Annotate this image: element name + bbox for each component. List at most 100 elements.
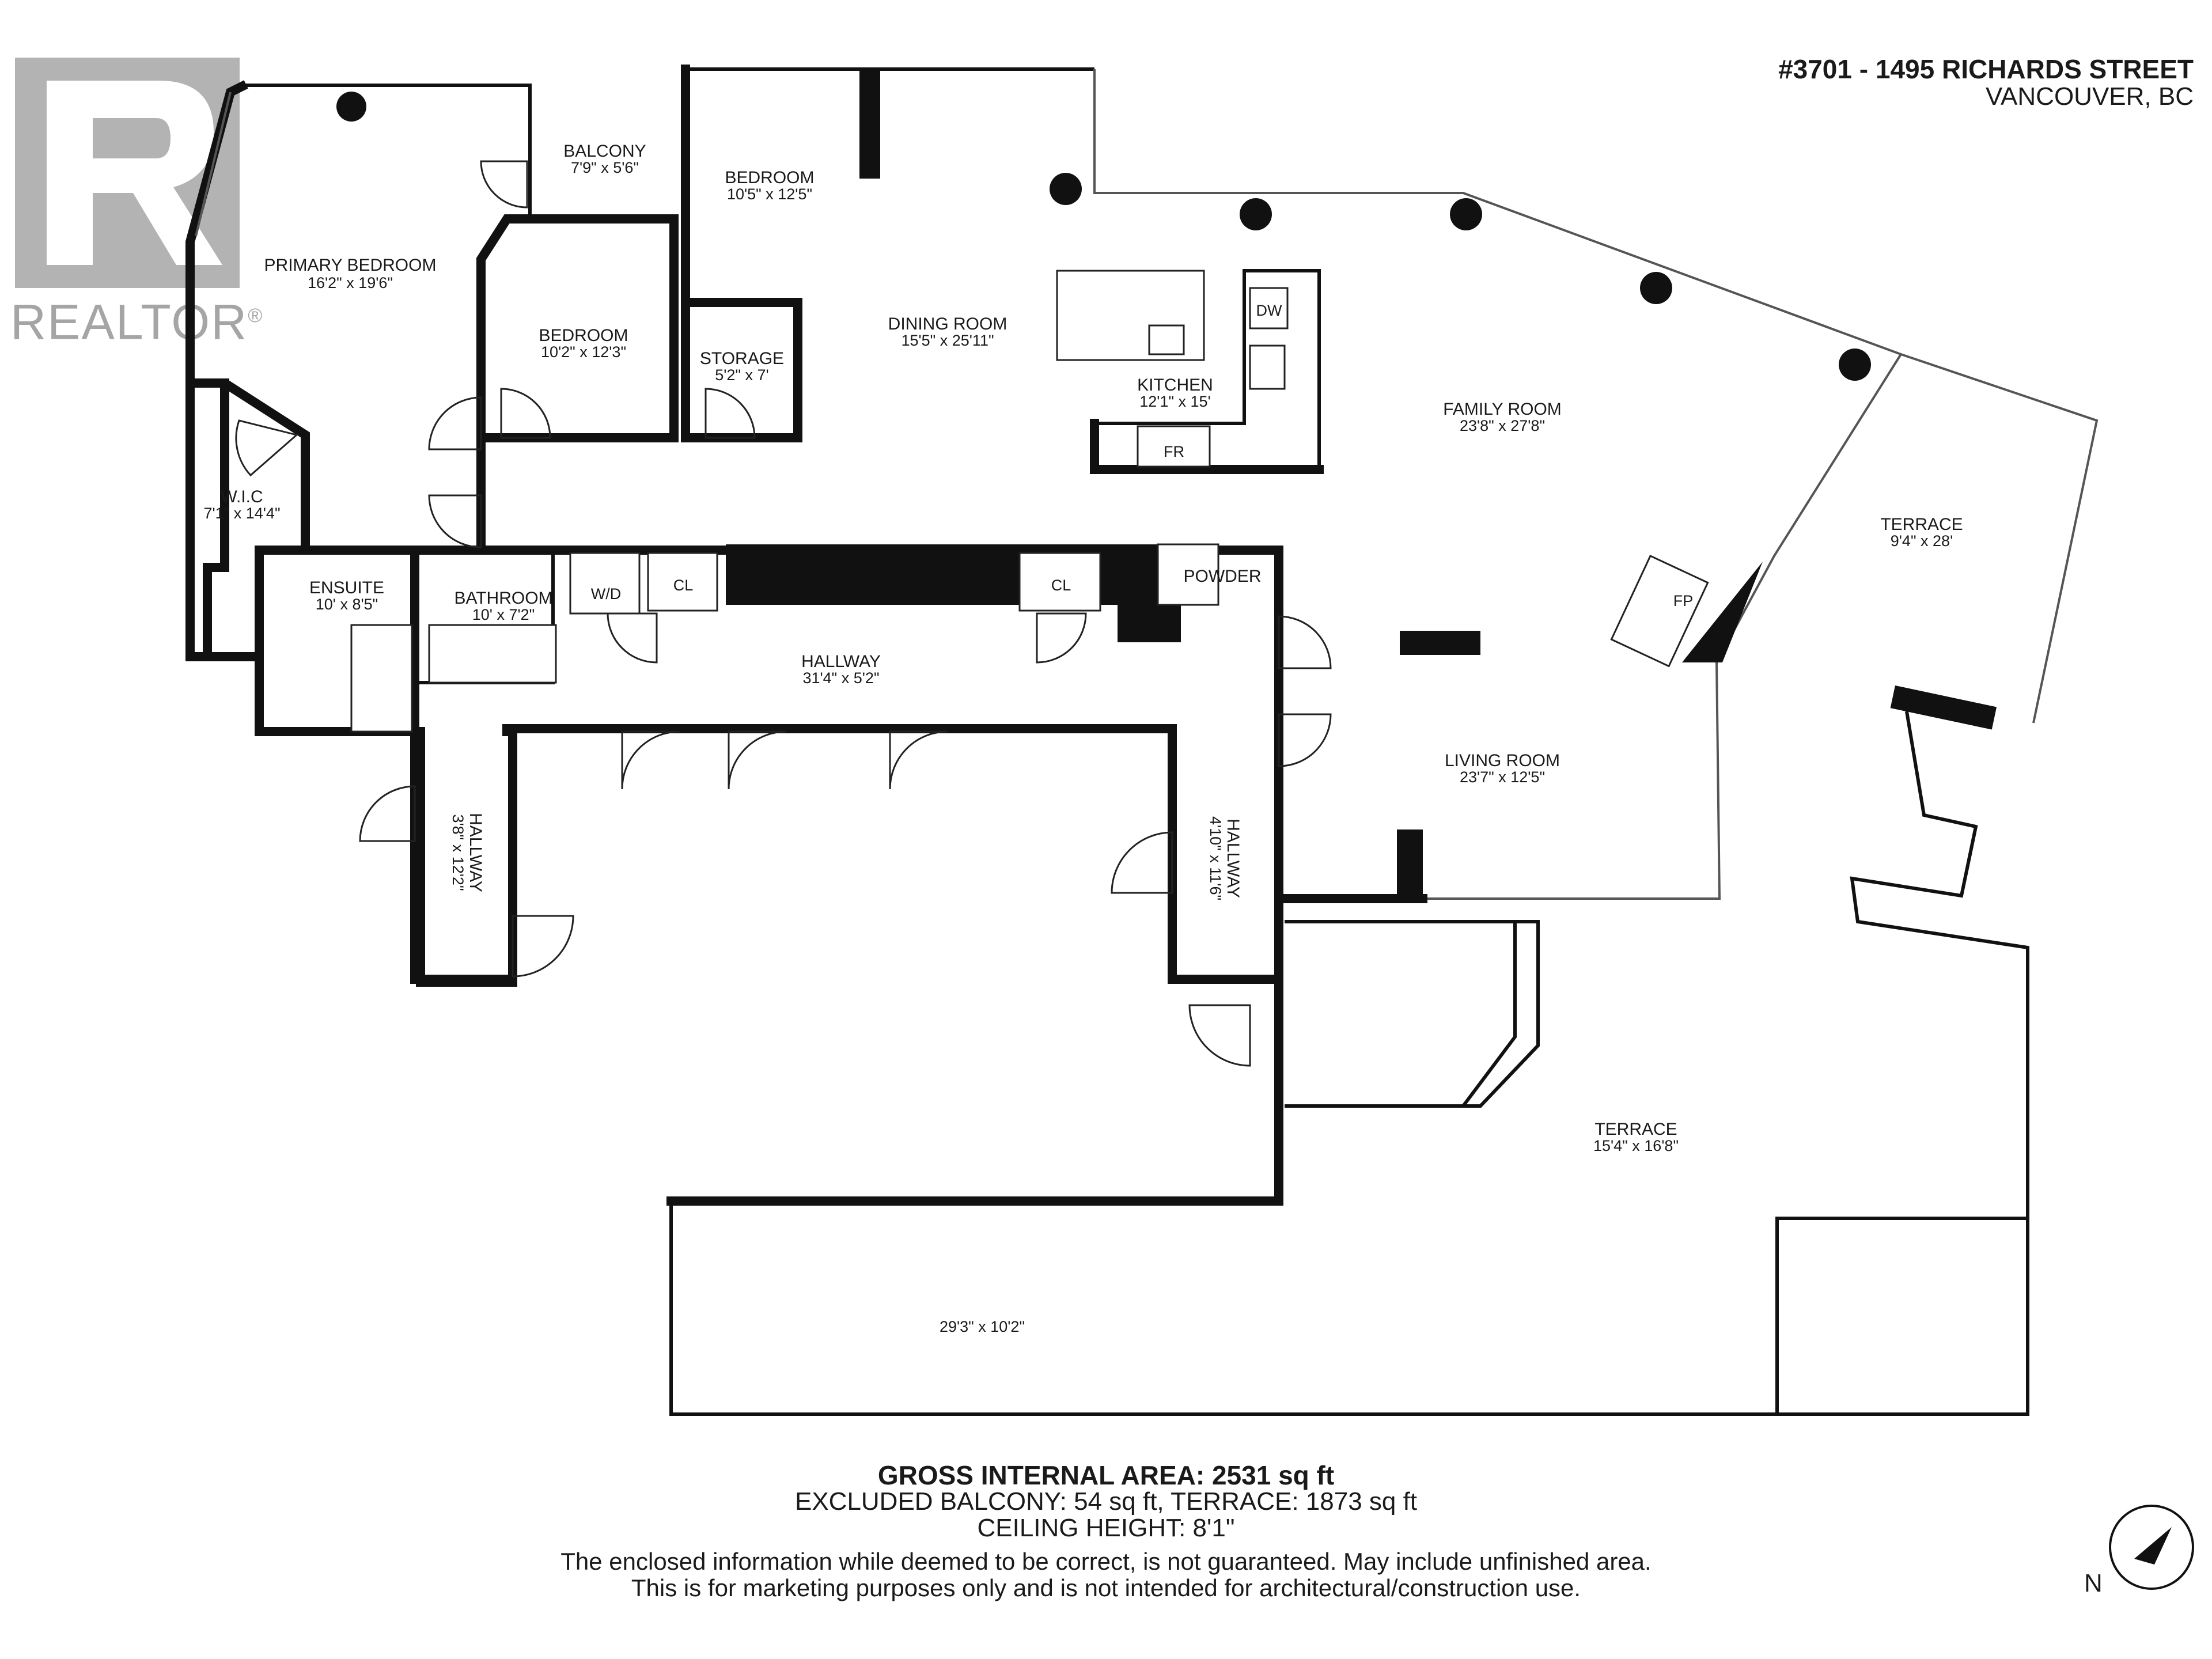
columns — [336, 92, 1871, 381]
fixture-label-cl2: CL — [1051, 577, 1071, 594]
hallway-door-3 — [621, 730, 680, 790]
gross-internal-area: GROSS INTERNAL AREA: 2531 sq ft — [877, 1460, 1335, 1490]
room-dim-wic: 7'1" x 14'4" — [203, 505, 280, 522]
room-dim-family-room: 23'8" x 27'8" — [1460, 417, 1545, 434]
living-south-stub — [1397, 830, 1423, 902]
room-dim-bathroom: 10' x 7'2" — [472, 606, 535, 623]
cooktop — [1148, 324, 1185, 355]
room-label-dining-room: DINING ROOM — [888, 315, 1007, 334]
hallway-west-door-2 — [512, 915, 574, 978]
room-label-bedroom-1: BEDROOM — [725, 168, 814, 187]
bedroom-2-wall — [476, 214, 679, 549]
compass-north-label: N — [2084, 1569, 2103, 1597]
exterior-glazing-north — [1093, 69, 2099, 724]
terrace-inner-line — [1775, 1217, 2028, 1414]
balcony-door — [480, 160, 528, 209]
column-2 — [1050, 173, 1082, 205]
realtor-r-icon — [15, 58, 240, 288]
address-city: VANCOUVER, BC — [1985, 82, 2194, 111]
fixtures — [350, 287, 1709, 733]
room-label-kitchen: KITCHEN — [1137, 376, 1213, 395]
room-label-bedroom-2: BEDROOM — [539, 326, 628, 345]
north-arrow-icon — [2109, 1505, 2194, 1590]
room-label-living-room: LIVING ROOM — [1445, 751, 1560, 770]
living-door-a — [1278, 615, 1332, 669]
kitchen-counter-edge — [1094, 269, 1321, 469]
column-4 — [1450, 198, 1482, 230]
primary-door-b — [428, 494, 482, 548]
hallway-east-door — [1111, 831, 1173, 894]
room-label-balcony: BALCONY — [563, 142, 646, 161]
room-dim-kitchen: 12'1" x 15' — [1139, 393, 1210, 410]
room-dim-hallway-east: 4'10" x 11'6" — [1207, 816, 1224, 900]
room-dim-terrace-2: 15'4" x 16'8" — [1593, 1137, 1679, 1154]
primary-door-a — [428, 396, 482, 450]
fixture-label-cl1: CL — [673, 577, 694, 594]
bathroom-shower — [428, 624, 557, 684]
room-label-bathroom: BATHROOM — [454, 589, 552, 608]
washer-dryer — [569, 552, 641, 615]
fixture-label-dw: DW — [1256, 302, 1282, 319]
hallway-inner-wall — [416, 727, 517, 987]
room-dim-bedroom-2: 10'2" x 12'3" — [541, 343, 626, 361]
plan-footer: GROSS INTERNAL AREA: 2531 sq ft EXCLUDED… — [0, 1462, 2212, 1601]
column-5 — [1640, 272, 1672, 304]
realtor-r-mark — [15, 58, 240, 288]
hallway-north-wall — [410, 546, 1283, 984]
hallway-solid-wall — [726, 544, 1175, 605]
primary-bedroom-window — [195, 92, 232, 237]
room-label-terrace-2: TERRACE — [1594, 1120, 1677, 1139]
hallway-door-2 — [1036, 612, 1087, 664]
primary-bedroom-north-wall — [242, 84, 532, 219]
powder-toilet-area — [1157, 543, 1219, 606]
doors — [235, 160, 1332, 1067]
hallway-door-1 — [607, 612, 658, 664]
room-labels: BALCONY 7'9" x 5'6" BEDROOM 10'5" x 12'5… — [203, 142, 1963, 1335]
address-street: #3701 - 1495 RICHARDS STREET — [1778, 54, 2194, 84]
room-label-storage: STORAGE — [700, 349, 784, 368]
room-label-primary-bedroom: PRIMARY BEDROOM — [264, 256, 437, 275]
room-dim-dining-room: 15'5" x 25'11" — [901, 332, 994, 349]
room-label-family-room: FAMILY ROOM — [1443, 400, 1562, 419]
room-dim-terrace-1: 9'4" x 28' — [1891, 532, 1953, 550]
planter-outline — [1285, 920, 1540, 1108]
column-1 — [336, 92, 366, 122]
room-label-hallway-west: HALLWAY — [466, 813, 485, 892]
closet-1 — [647, 552, 718, 612]
room-label-terrace-1: TERRACE — [1880, 515, 1963, 534]
compass: N — [2084, 1501, 2200, 1599]
fixture-label-fr: FR — [1164, 443, 1184, 460]
fixture-label-fp: FP — [1673, 592, 1694, 609]
closet-2 — [1018, 552, 1101, 612]
room-label-powder: POWDER — [1184, 567, 1262, 586]
disclaimer-line-1: The enclosed information while deemed to… — [560, 1548, 1652, 1575]
hallway-west-wall — [502, 724, 1283, 1206]
fireplace — [1610, 555, 1709, 668]
property-address: #3701 - 1495 RICHARDS STREET VANCOUVER, … — [1778, 55, 2194, 111]
realtor-logo: REALTOR® — [10, 58, 264, 349]
room-dim-primary-bedroom: 16'2" x 19'6" — [308, 274, 393, 291]
room-label-hallway-east: HALLWAY — [1224, 819, 1243, 898]
bedroom-2-door — [500, 388, 551, 439]
fixture-labels: DW FR W/D CL CL FP — [591, 302, 1694, 609]
living-wall-stub — [1400, 631, 1480, 655]
room-dim-hallway-main: 31'4" x 5'2" — [802, 669, 879, 687]
room-dim-living-room: 23'7" x 12'5" — [1460, 768, 1545, 786]
terrace-wall-stub — [1890, 685, 1997, 730]
planter-inner — [1461, 922, 1517, 1107]
dishwasher — [1249, 287, 1289, 329]
room-dim-hallway-west: 3'8" x 12'2" — [449, 814, 467, 891]
fixture-label-wd: W/D — [591, 585, 621, 603]
room-dim-balcony: 7'9" x 5'6" — [571, 159, 639, 176]
hallway-door-4 — [728, 730, 787, 790]
column-6 — [1839, 349, 1871, 381]
bedroom-divider-wall — [859, 69, 880, 179]
wic-wall — [185, 378, 310, 661]
room-dim-ensuite: 10' x 8'5" — [316, 596, 378, 613]
room-dim-bedroom-1: 10'5" x 12'5" — [727, 185, 812, 203]
hallway-east-door-2 — [1188, 1004, 1251, 1067]
hallway-west-door — [359, 785, 416, 842]
room-dim-terrace-3: 29'3" x 10'2" — [940, 1318, 1025, 1335]
room-label-hallway-main: HALLWAY — [801, 652, 881, 671]
